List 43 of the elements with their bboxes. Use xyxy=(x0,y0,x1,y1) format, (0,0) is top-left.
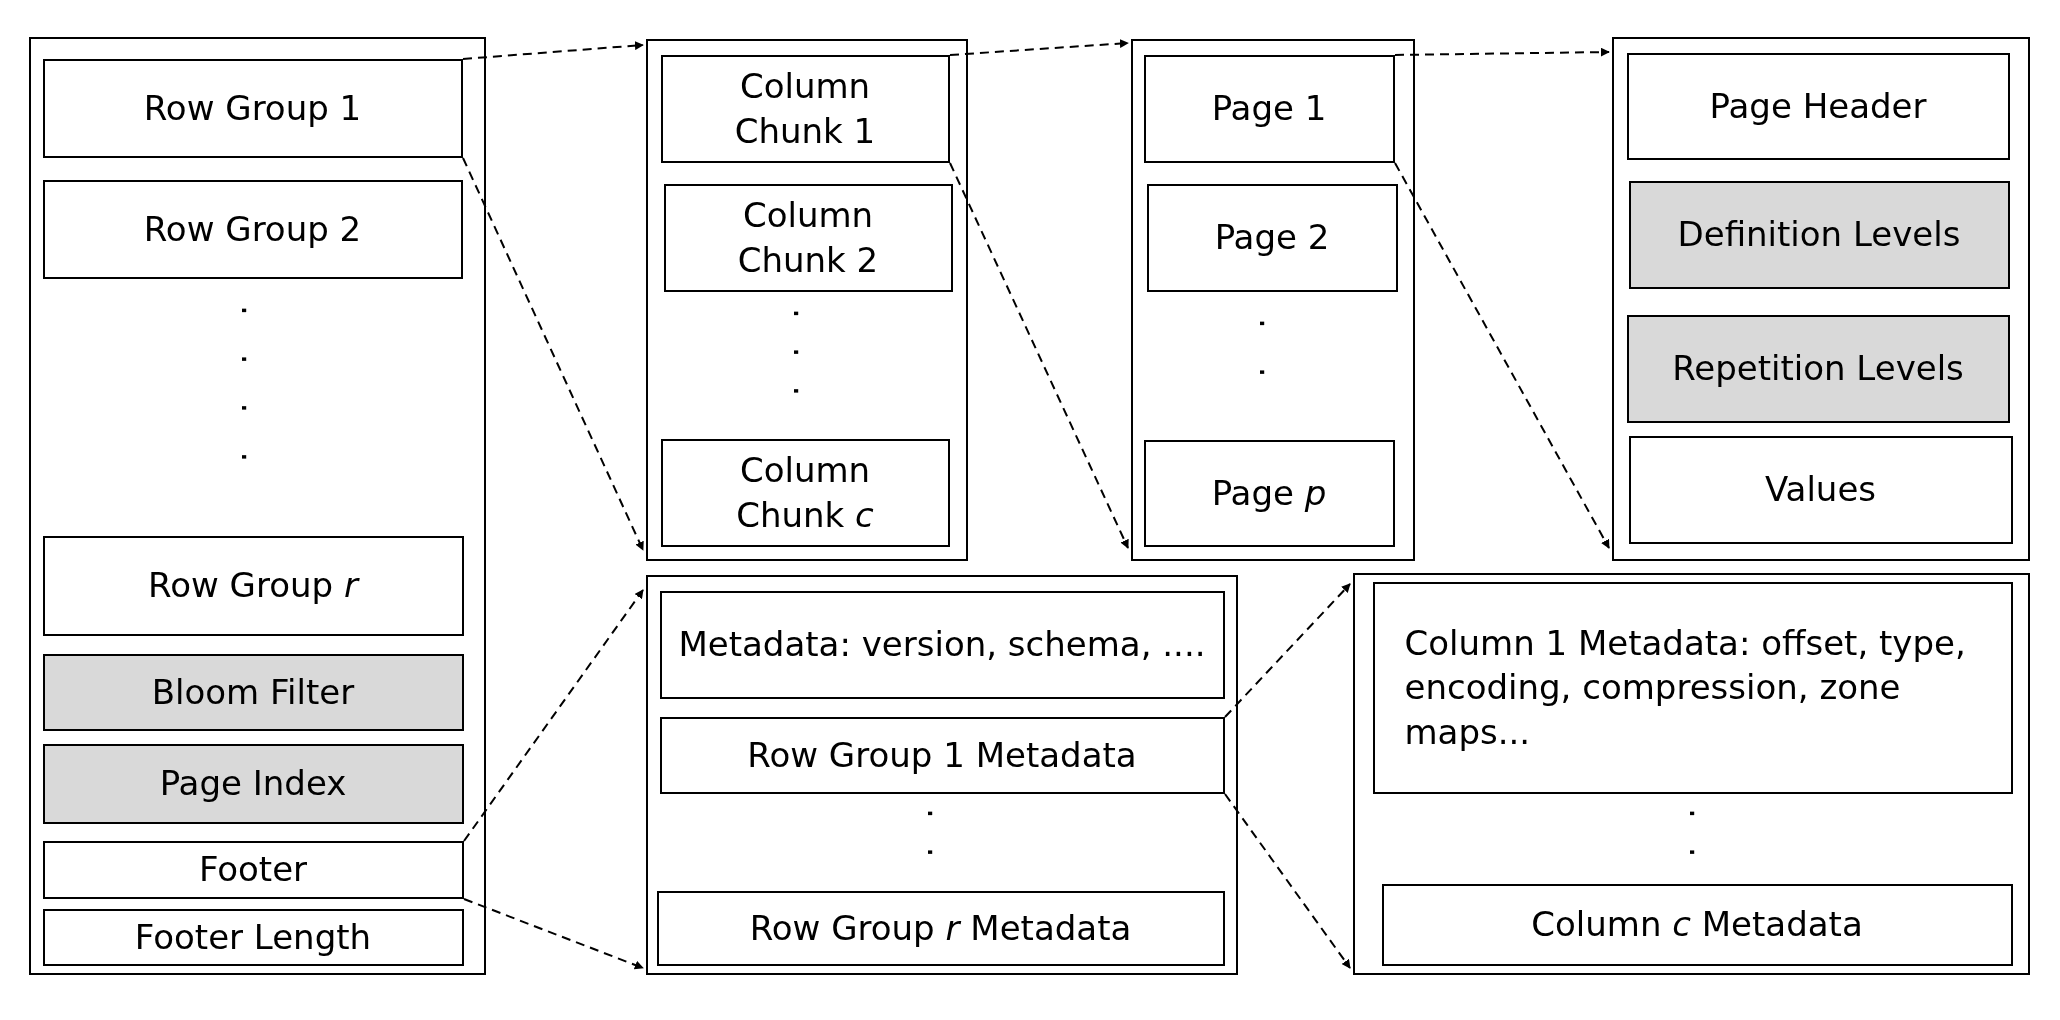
ellipsis-dots: .... xyxy=(237,305,271,501)
ellipsis-dots: ... xyxy=(789,308,823,425)
section-box: Row Group r xyxy=(42,535,464,636)
dashed-arrow xyxy=(949,39,1129,56)
section-box: Row Group 2 xyxy=(42,179,463,279)
section-box: Column Chunk 2 xyxy=(663,183,953,292)
group-panel xyxy=(646,39,968,561)
section-box: Page p xyxy=(1143,439,1395,547)
ellipsis-dots: .. xyxy=(1685,808,1719,886)
group-panel xyxy=(1353,573,2030,975)
section-box: Column 1 Metadata: offset, type, encoding, compression, zone maps... xyxy=(1372,581,2013,794)
section-box: Repetition Levels xyxy=(1626,314,2010,423)
section-box: Column Chunk 1 xyxy=(660,54,950,163)
ellipsis-dots: .. xyxy=(923,808,957,886)
dashed-arrow xyxy=(462,157,644,551)
section-box: Footer Length xyxy=(42,908,464,966)
group-panel xyxy=(1612,37,2030,561)
section-box: Definition Levels xyxy=(1628,180,2010,289)
dashed-arrow xyxy=(1394,47,1610,57)
dashed-arrow xyxy=(463,589,644,842)
section-box: Bloom Filter xyxy=(42,653,464,731)
section-box: Column c Metadata xyxy=(1381,883,2013,966)
group-panel xyxy=(1131,39,1415,561)
dashed-arrow xyxy=(1224,793,1351,969)
dashed-arrow xyxy=(462,41,644,60)
section-box: Row Group r Metadata xyxy=(656,890,1225,966)
ellipsis-dots: .. xyxy=(1255,318,1289,416)
section-box: Column Chunk c xyxy=(660,438,950,547)
section-box: Page Index xyxy=(42,743,464,824)
dashed-arrow xyxy=(949,162,1129,549)
section-box: Row Group 1 Metadata xyxy=(659,716,1225,794)
section-box: Footer xyxy=(42,840,464,899)
section-box: Row Group 1 xyxy=(42,58,463,158)
group-panel xyxy=(646,575,1238,975)
dashed-arrow xyxy=(1224,583,1351,718)
section-box: Page 2 xyxy=(1146,183,1398,292)
dashed-arrow xyxy=(463,898,644,970)
section-box: Values xyxy=(1628,435,2013,544)
dashed-arrow xyxy=(1394,162,1610,549)
section-box: Page Header xyxy=(1626,52,2010,160)
section-box: Page 1 xyxy=(1143,54,1395,163)
section-box: Metadata: version, schema, .... xyxy=(659,590,1225,699)
group-panel xyxy=(29,37,486,975)
